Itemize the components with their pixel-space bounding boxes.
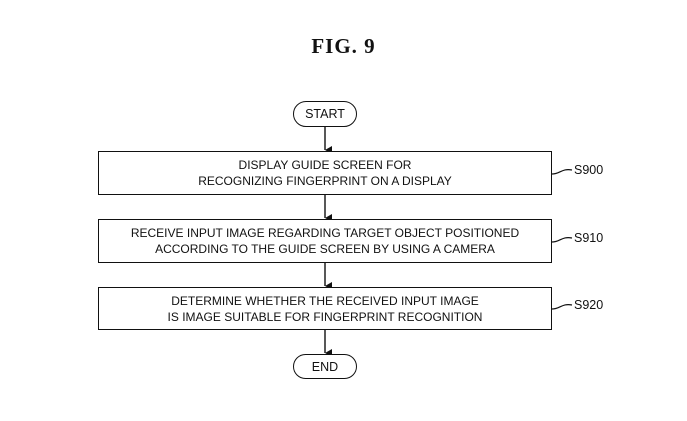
step-s910-ref: S910	[574, 231, 604, 245]
step-s920-line-1: DETERMINE WHETHER THE RECEIVED INPUT IMA…	[171, 293, 479, 308]
figure-title: FIG. 9	[311, 34, 376, 58]
leader-s910	[551, 236, 573, 243]
step-s920-box: DETERMINE WHETHER THE RECEIVED INPUT IMA…	[98, 287, 552, 330]
step-s920-ref: S920	[574, 298, 604, 312]
start-terminal: START	[293, 101, 357, 127]
end-label: END	[311, 359, 339, 374]
step-s900-box: DISPLAY GUIDE SCREEN FOR RECOGNIZING FIN…	[98, 151, 552, 195]
step-s900-ref: S900	[574, 163, 604, 177]
step-s900-line-1: DISPLAY GUIDE SCREEN FOR	[238, 158, 412, 172]
step-s900-line-2: RECOGNIZING FINGERPRINT ON A DISPLAY	[198, 174, 452, 188]
step-s910-box: RECEIVE INPUT IMAGE REGARDING TARGET OBJ…	[98, 219, 552, 263]
step-s910-line-2: ACCORDING TO THE GUIDE SCREEN BY USING A…	[155, 242, 495, 256]
step-s910-line-1: RECEIVE INPUT IMAGE REGARDING TARGET OBJ…	[130, 226, 520, 240]
leader-s900	[551, 168, 573, 175]
end-terminal: END	[293, 354, 357, 379]
start-label: START	[305, 107, 345, 121]
step-s920-line-2: IS IMAGE SUITABLE FOR FINGERPRINT RECOGN…	[167, 309, 483, 324]
leader-s920	[551, 303, 573, 310]
